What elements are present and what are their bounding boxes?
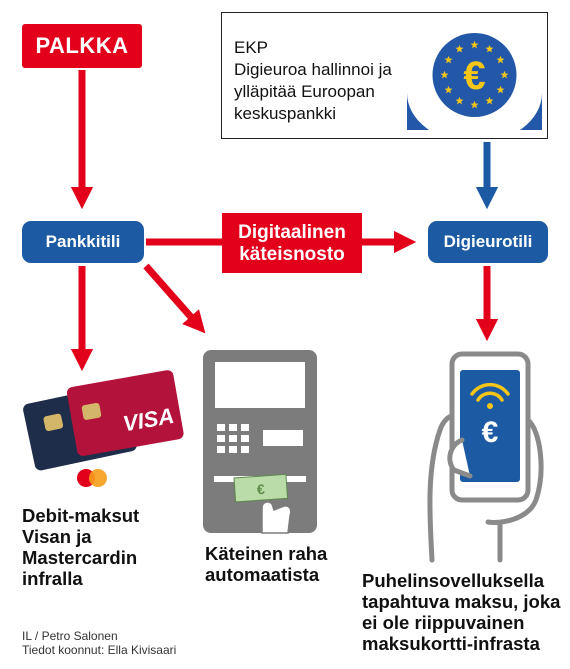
chip-icon	[43, 413, 64, 432]
star-icon	[496, 55, 505, 64]
phone-screen	[460, 370, 520, 482]
star-icon	[440, 70, 449, 79]
atm-card-slot	[263, 430, 303, 446]
star-icon	[470, 100, 479, 109]
star-icon	[455, 96, 464, 105]
star-icon	[485, 44, 494, 53]
digital-euro-account-box: Digieurotili	[428, 221, 548, 263]
salary-box: PALKKA	[22, 24, 142, 68]
star-icon	[485, 96, 494, 105]
contactless-icon	[470, 382, 510, 409]
euro-stars-icon: €	[407, 23, 542, 130]
ecb-description: Digieuroa hallinnoi ja ylläpitää Euroopa…	[234, 60, 392, 123]
cash-withdrawal-line2: käteisnosto	[239, 244, 345, 265]
star-icon	[500, 70, 509, 79]
star-icon	[470, 40, 479, 49]
debit-payments-caption: Debit-maksut Visan ja Mastercardin infra…	[22, 505, 140, 589]
keypad-key	[241, 435, 249, 442]
star-icon	[496, 85, 505, 94]
keypad-key	[229, 446, 237, 453]
digital-euro-account-label: Digieurotili	[443, 232, 533, 251]
atm-keypad-icon	[217, 424, 249, 453]
atm-cash-caption: Käteinen raha automaatista	[205, 543, 328, 585]
chip-icon	[81, 402, 102, 420]
keypad-key	[217, 446, 225, 453]
keypad-key	[217, 435, 225, 442]
ecb-panel: EKP Digieuroa hallinnoi ja ylläpitää Eur…	[221, 12, 548, 139]
arrow-bank-to-atm	[143, 263, 206, 334]
star-icon	[444, 55, 453, 64]
mastercard-icon	[77, 469, 107, 487]
keypad-key	[229, 435, 237, 442]
digital-cash-withdrawal-box: Digitaalinen käteisnosto	[222, 213, 362, 273]
phone-payment-caption: Puhelinsovelluksella tapahtuva maksu, jo…	[362, 570, 561, 654]
keypad-key	[217, 424, 225, 431]
svg-text:€: €	[256, 481, 265, 498]
keypad-key	[241, 446, 249, 453]
atm-screen	[215, 362, 305, 408]
visa-card	[66, 370, 184, 456]
star-icon	[444, 85, 453, 94]
star-icon	[455, 44, 464, 53]
svg-text:€: €	[463, 54, 485, 98]
salary-label: PALKKA	[35, 33, 129, 58]
keypad-key	[229, 424, 237, 431]
keypad-key	[241, 424, 249, 431]
ecb-title: EKP	[234, 38, 269, 57]
bank-account-label: Pankkitili	[45, 232, 121, 251]
credits: IL / Petro Salonen Tiedot koonnut: Ella …	[22, 629, 177, 657]
thumb-icon	[447, 437, 473, 479]
banknote-icon	[233, 473, 289, 503]
euro-symbol-icon: €	[482, 416, 499, 449]
bank-account-box: Pankkitili	[22, 221, 144, 263]
cash-withdrawal-line1: Digitaalinen	[238, 222, 346, 243]
hand-icon	[261, 501, 292, 534]
